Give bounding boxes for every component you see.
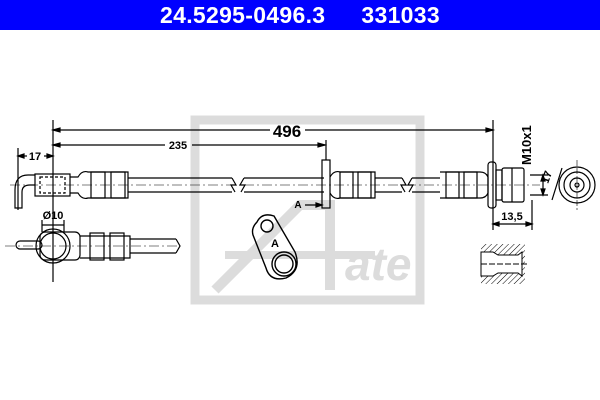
ate-logo-text: ate [345, 238, 411, 290]
dim-bracket-position: 235 [169, 140, 187, 152]
hose-top-view [5, 220, 181, 264]
reference-number: 331033 [361, 1, 440, 28]
dim-total-length: 496 [273, 122, 301, 141]
dim-thread: M10x1 [519, 125, 534, 165]
title-bar: 24.5295-0496.3 331033 [0, 0, 600, 30]
dim-wrench-size: 17 [540, 169, 555, 185]
dim-nut-length: 13,5 [501, 211, 522, 223]
technical-drawing: ate [5, 115, 596, 305]
section-view [480, 244, 528, 284]
view-marker-a: A [294, 200, 301, 211]
dim-diameter: Ø10 [43, 210, 64, 222]
bracket-detail-a [251, 214, 298, 280]
bracket-label-a: A [271, 238, 279, 250]
dim-offset: 17 [29, 151, 41, 163]
part-number: 24.5295-0496.3 [160, 1, 326, 28]
hose-side-view [10, 120, 596, 282]
